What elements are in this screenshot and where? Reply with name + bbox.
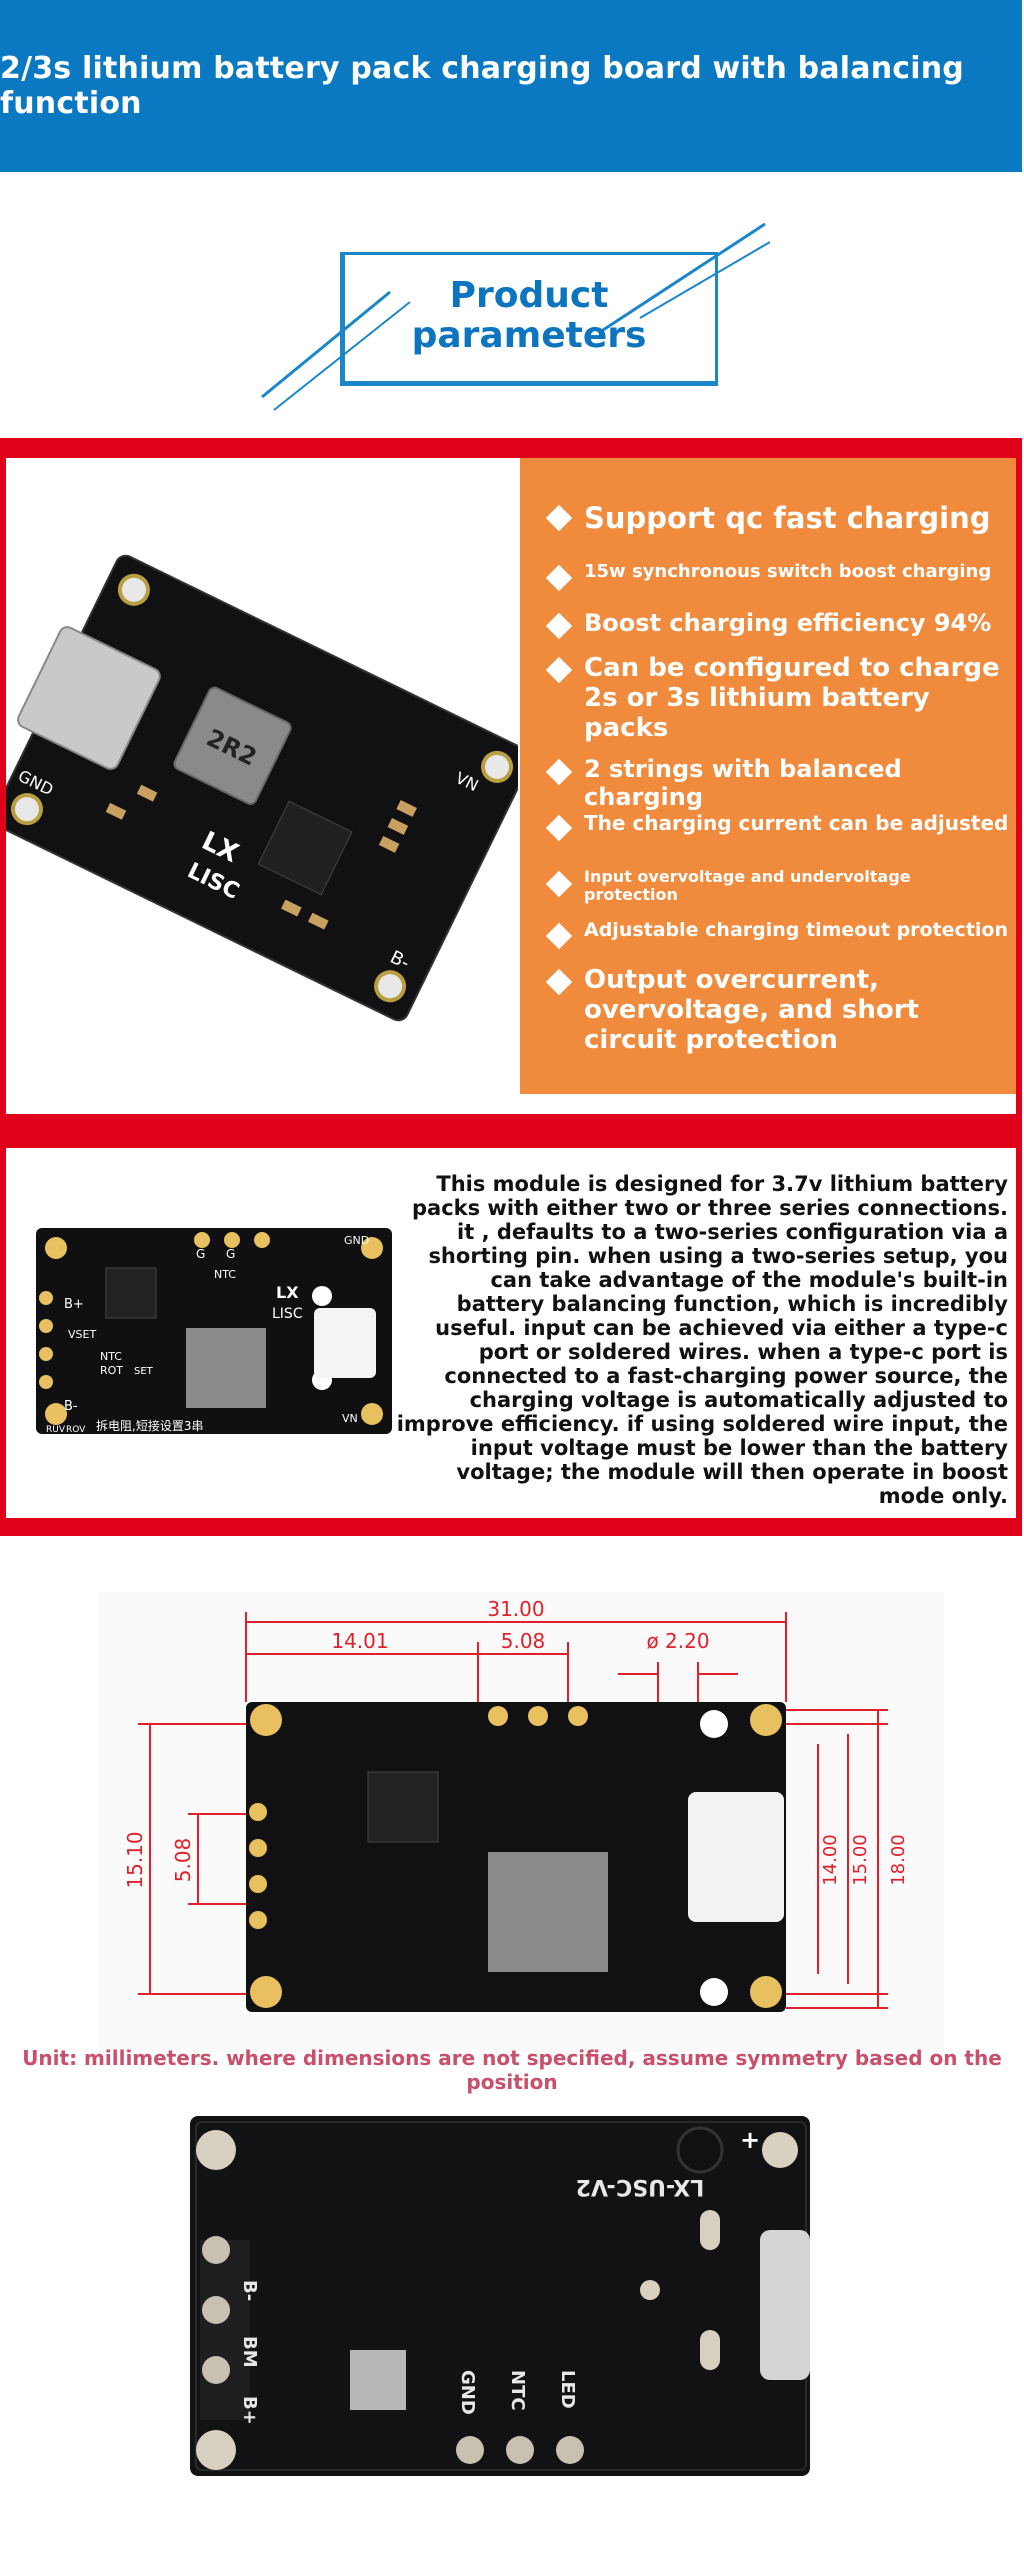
vset-label: VSET: [68, 1328, 96, 1341]
dim-left-h: 15.10: [123, 1831, 147, 1888]
pin-label-led: LED: [557, 2370, 578, 2409]
badge-title: Product parameters: [340, 276, 718, 356]
diamond-bullet-icon: [545, 814, 573, 842]
feature-item: Boost charging efficiency 94%: [545, 609, 1010, 640]
feature-item: Input overvoltage and undervoltage prote…: [545, 867, 1010, 905]
unit-note: Unit: millimeters. where dimensions are …: [22, 2046, 1002, 2094]
diamond-bullet-icon: [545, 758, 573, 786]
description-section: G G D NTC LX LISC GND B+ B- VN VSET NTC …: [0, 1144, 1022, 1536]
pin-label-d: D: [256, 1215, 265, 1229]
module-description: This module is designed for 3.7v lithium…: [396, 1172, 1008, 1508]
feature-item: 15w synchronous switch boost charging: [545, 561, 1010, 592]
dim-right-h3: 18.00: [888, 1834, 909, 1886]
badge-line1: Product: [449, 275, 609, 316]
vn-label: VN: [342, 1412, 358, 1425]
plus-label: +: [740, 2126, 760, 2154]
board-top-view: G G D NTC LX LISC GND B+ B- VN VSET NTC …: [36, 1215, 392, 1435]
pin-label-bminus: B-: [239, 2280, 260, 2301]
dimension-drawing: 31.00 14.01 5.08 ø 2.20 15.10 5.08 14.00…: [98, 1592, 944, 2052]
feature-item: The charging current can be adjusted: [545, 812, 1010, 842]
dim-right-h1: 14.00: [820, 1834, 841, 1886]
board-back-photo: LX-USC-V2 + B- BM B+ GND NTC LED: [180, 2100, 860, 2484]
pin-label-gnd: GND: [457, 2370, 478, 2415]
board-back-illustration: LX-USC-V2 + B- BM B+ GND NTC LED: [190, 2116, 810, 2476]
product-parameters-badge: Product parameters: [260, 222, 770, 412]
ntc-top-label: NTC: [214, 1268, 236, 1281]
feature-item: Can be configured to charge 2s or 3s lit…: [545, 653, 1010, 744]
badge-frame: [340, 252, 718, 386]
board-model-label: LX-USC-V2: [576, 2174, 705, 2199]
feature-item: Adjustable charging timeout protection: [545, 919, 1010, 950]
lx-label: LX: [276, 1283, 299, 1302]
features-panel: 2R2 LX LISC VN GND B- Support: [0, 458, 1016, 1114]
diamond-bullet-icon: [545, 612, 573, 640]
rot-label: ROT: [100, 1364, 123, 1377]
pin-label-bm: BM: [239, 2336, 260, 2368]
badge-line2: parameters: [411, 315, 647, 356]
diamond-bullet-icon: [545, 870, 573, 898]
set-label: SET: [134, 1366, 154, 1377]
diamond-bullet-icon: [545, 922, 573, 950]
banner-edge: [1022, 0, 1024, 172]
dim-left-inner: 5.08: [171, 1838, 195, 1883]
gnd-label: GND: [344, 1234, 369, 1247]
diamond-bullet-icon: [545, 564, 573, 592]
dim-w1: 14.01: [331, 1629, 388, 1653]
pin-label-ntc: NTC: [507, 2370, 528, 2411]
chinese-note-label: 拆电阻,短接设置3串: [96, 1418, 203, 1433]
pin-label-g2: G: [226, 1247, 235, 1261]
dim-total-width: 31.00: [487, 1597, 544, 1621]
board-photo-front: 2R2 LX LISC VN GND B-: [0, 458, 533, 1094]
ntc-label: NTC: [100, 1350, 122, 1363]
title-banner: 2/3s lithium battery pack charging board…: [0, 0, 1024, 172]
feature-item: Support qc fast charging: [545, 501, 1010, 535]
board-front-illustration: 2R2 LX LISC VN GND B-: [0, 554, 533, 1022]
diamond-bullet-icon: [545, 968, 573, 996]
page-title: 2/3s lithium battery pack charging board…: [0, 51, 964, 121]
features-section: 2R2 LX LISC VN GND B- Support: [0, 438, 1022, 1144]
dim-w2: 5.08: [501, 1629, 546, 1653]
pin-label-bplus: B+: [239, 2396, 260, 2425]
dim-right-h2: 15.00: [850, 1834, 871, 1886]
description-panel: G G D NTC LX LISC GND B+ B- VN VSET NTC …: [6, 1148, 1016, 1518]
feature-item: Output overcurrent, overvoltage, and sho…: [545, 965, 1010, 1056]
diamond-bullet-icon: [545, 504, 573, 532]
dimension-diagram: 31.00 14.01 5.08 ø 2.20 15.10 5.08 14.00…: [123, 1597, 909, 2012]
features-list-panel: Support qc fast charging 15w synchronous…: [520, 458, 1016, 1094]
diamond-bullet-icon: [545, 656, 573, 684]
bminus-label: B-: [64, 1399, 78, 1414]
lisc-label: LISC: [272, 1306, 303, 1322]
pin-label-g1: G: [196, 1247, 205, 1261]
ruv-label: RUV: [46, 1425, 66, 1435]
feature-item: 2 strings with balanced charging: [545, 755, 1010, 811]
bplus-label: B+: [64, 1297, 84, 1312]
dim-hole: ø 2.20: [646, 1629, 709, 1653]
rov-label: ROV: [66, 1425, 86, 1435]
